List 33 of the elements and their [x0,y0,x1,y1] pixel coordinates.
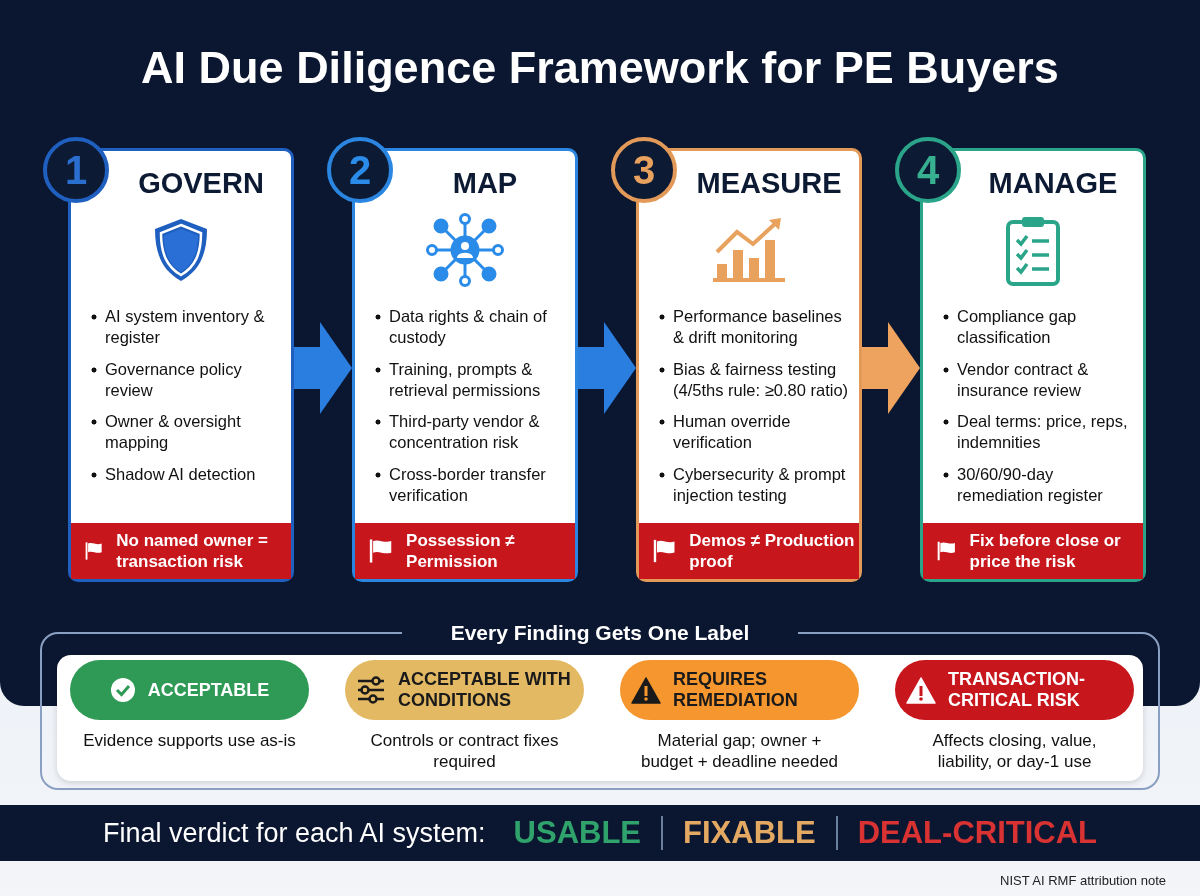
status-pill [895,660,1134,720]
warning-text: Possession ≠ Permission [406,530,516,572]
flow-arrow [578,322,636,414]
warning-banner [639,523,859,579]
phase-heading: MANAGE [987,167,1119,200]
flow-arrow [862,322,920,414]
phase-heading: GOVERN [137,167,265,200]
verdict-prompt: Final verdict for each AI system: [102,817,486,849]
status-label: ACCEPTABLE [147,679,270,701]
status-pill [70,660,309,720]
status-label: TRANSACTION-CRITICAL RISK [948,669,1086,711]
status-description: Controls or contract fixes required [369,730,560,772]
status-label: ACCEPTABLE WITH CONDITIONS [398,669,572,711]
warning-banner [71,523,291,579]
status-description: Material gap; owner + budget + deadline needed [639,730,840,772]
warning-text: Demos ≠ Production proof [689,530,856,572]
status-pill [620,660,859,720]
status-description: Evidence supports use as-is [82,730,297,751]
phase-heading: MAP [451,167,519,200]
warning-banner [923,523,1143,579]
title: AI Due Diligence Framework for PE Buyers [140,42,1060,94]
warning-text: No named owner = transaction risk [116,530,269,572]
flow-arrow [294,322,352,414]
verdict-label: USABLE [513,815,642,851]
status-description: Affects closing, value, liability, or day-1 use [931,730,1098,772]
status-label: REQUIRES REMEDIATION [673,669,799,711]
warning-banner [355,523,575,579]
verdict-label: DEAL-CRITICAL [857,815,1098,851]
phase-heading: MEASURE [695,167,843,200]
status-pill [345,660,584,720]
verdict-label: FIXABLE [683,815,816,851]
warning-text: Fix before close or price the risk [969,530,1122,572]
attribution-note: NIST AI RMF attribution note [1000,873,1166,888]
